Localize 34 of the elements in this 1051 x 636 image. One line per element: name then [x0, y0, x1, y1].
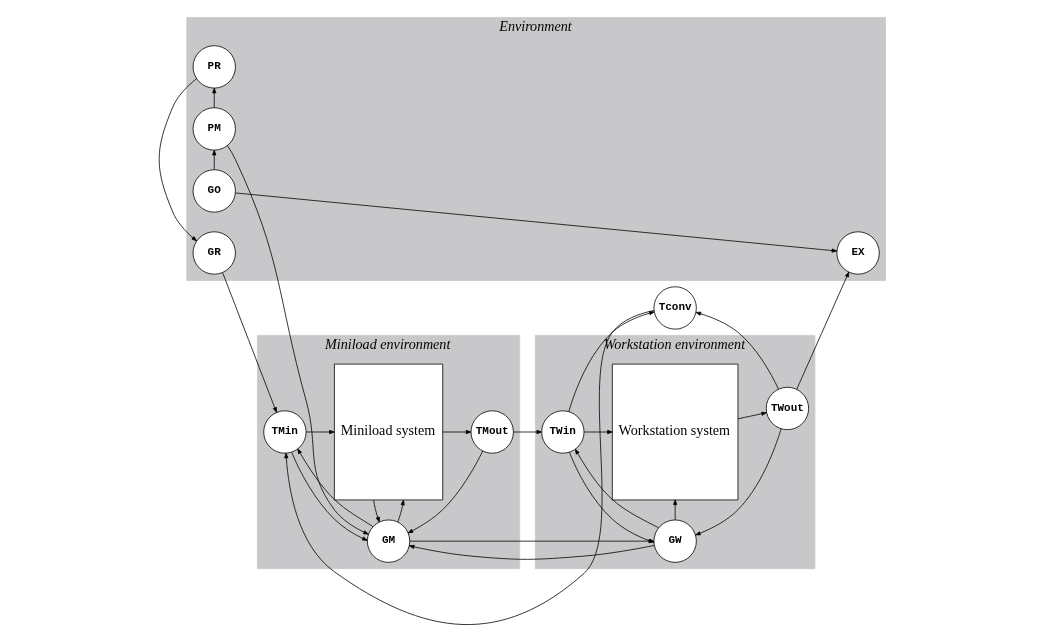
node-circle: TWout: [765, 386, 810, 431]
node-circle: PM: [192, 107, 236, 151]
arrow: [222, 272, 277, 413]
arrow: [227, 145, 369, 535]
node-box: Miniload system: [334, 363, 444, 501]
arrow: [673, 499, 678, 521]
arrow: [583, 429, 613, 435]
node-box: Workstation system: [611, 363, 739, 501]
node-circle: TMout: [470, 410, 514, 454]
arrow: [695, 311, 779, 390]
arrow: [407, 450, 484, 534]
arrow: [397, 499, 405, 523]
node-circle: PR: [192, 45, 236, 89]
node-circle: GO: [192, 169, 236, 213]
node-circle: EX: [836, 231, 880, 275]
arrow: [408, 544, 655, 560]
node-circle: Tconv: [653, 286, 697, 330]
node-circle: GW: [653, 519, 697, 563]
arrow: [212, 149, 217, 171]
arrow: [442, 429, 472, 435]
arrow: [695, 428, 782, 536]
arrow: [235, 192, 838, 253]
arrow: [305, 429, 335, 435]
arrow: [574, 448, 659, 529]
arrow: [796, 271, 850, 390]
arrow: [513, 429, 542, 435]
node-circle: GM: [366, 519, 411, 563]
arrow: [291, 451, 368, 541]
arrow: [737, 411, 767, 420]
arrow: [373, 499, 380, 523]
arrow: [158, 78, 197, 242]
arrow: [568, 311, 655, 412]
arrow: [297, 448, 374, 527]
arrow: [212, 87, 217, 108]
